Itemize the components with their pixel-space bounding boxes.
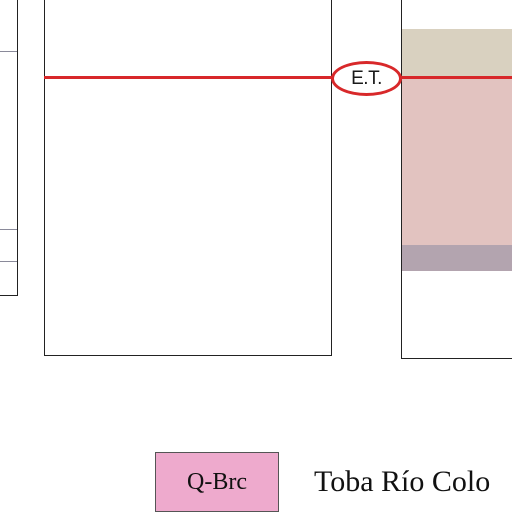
et-correlation-line: [44, 76, 512, 79]
et-marker-label: E.T.: [351, 67, 382, 89]
stratigraphic-column-right: [401, 0, 512, 359]
layer-middle: [402, 77, 512, 245]
layer-boundary: [0, 229, 17, 230]
stratigraphic-column-left: [0, 0, 18, 296]
et-marker-badge: E.T.: [331, 61, 402, 96]
layer-bottom: [402, 245, 512, 271]
stratigraphic-column-middle: [44, 0, 332, 356]
legend-description: Toba Río Colo: [314, 465, 491, 498]
layer-boundary: [0, 261, 17, 262]
layer-top: [402, 29, 512, 77]
legend-code: Q-Brc: [187, 468, 247, 495]
legend-swatch: Q-Brc: [155, 452, 279, 512]
layer-boundary: [0, 51, 17, 52]
